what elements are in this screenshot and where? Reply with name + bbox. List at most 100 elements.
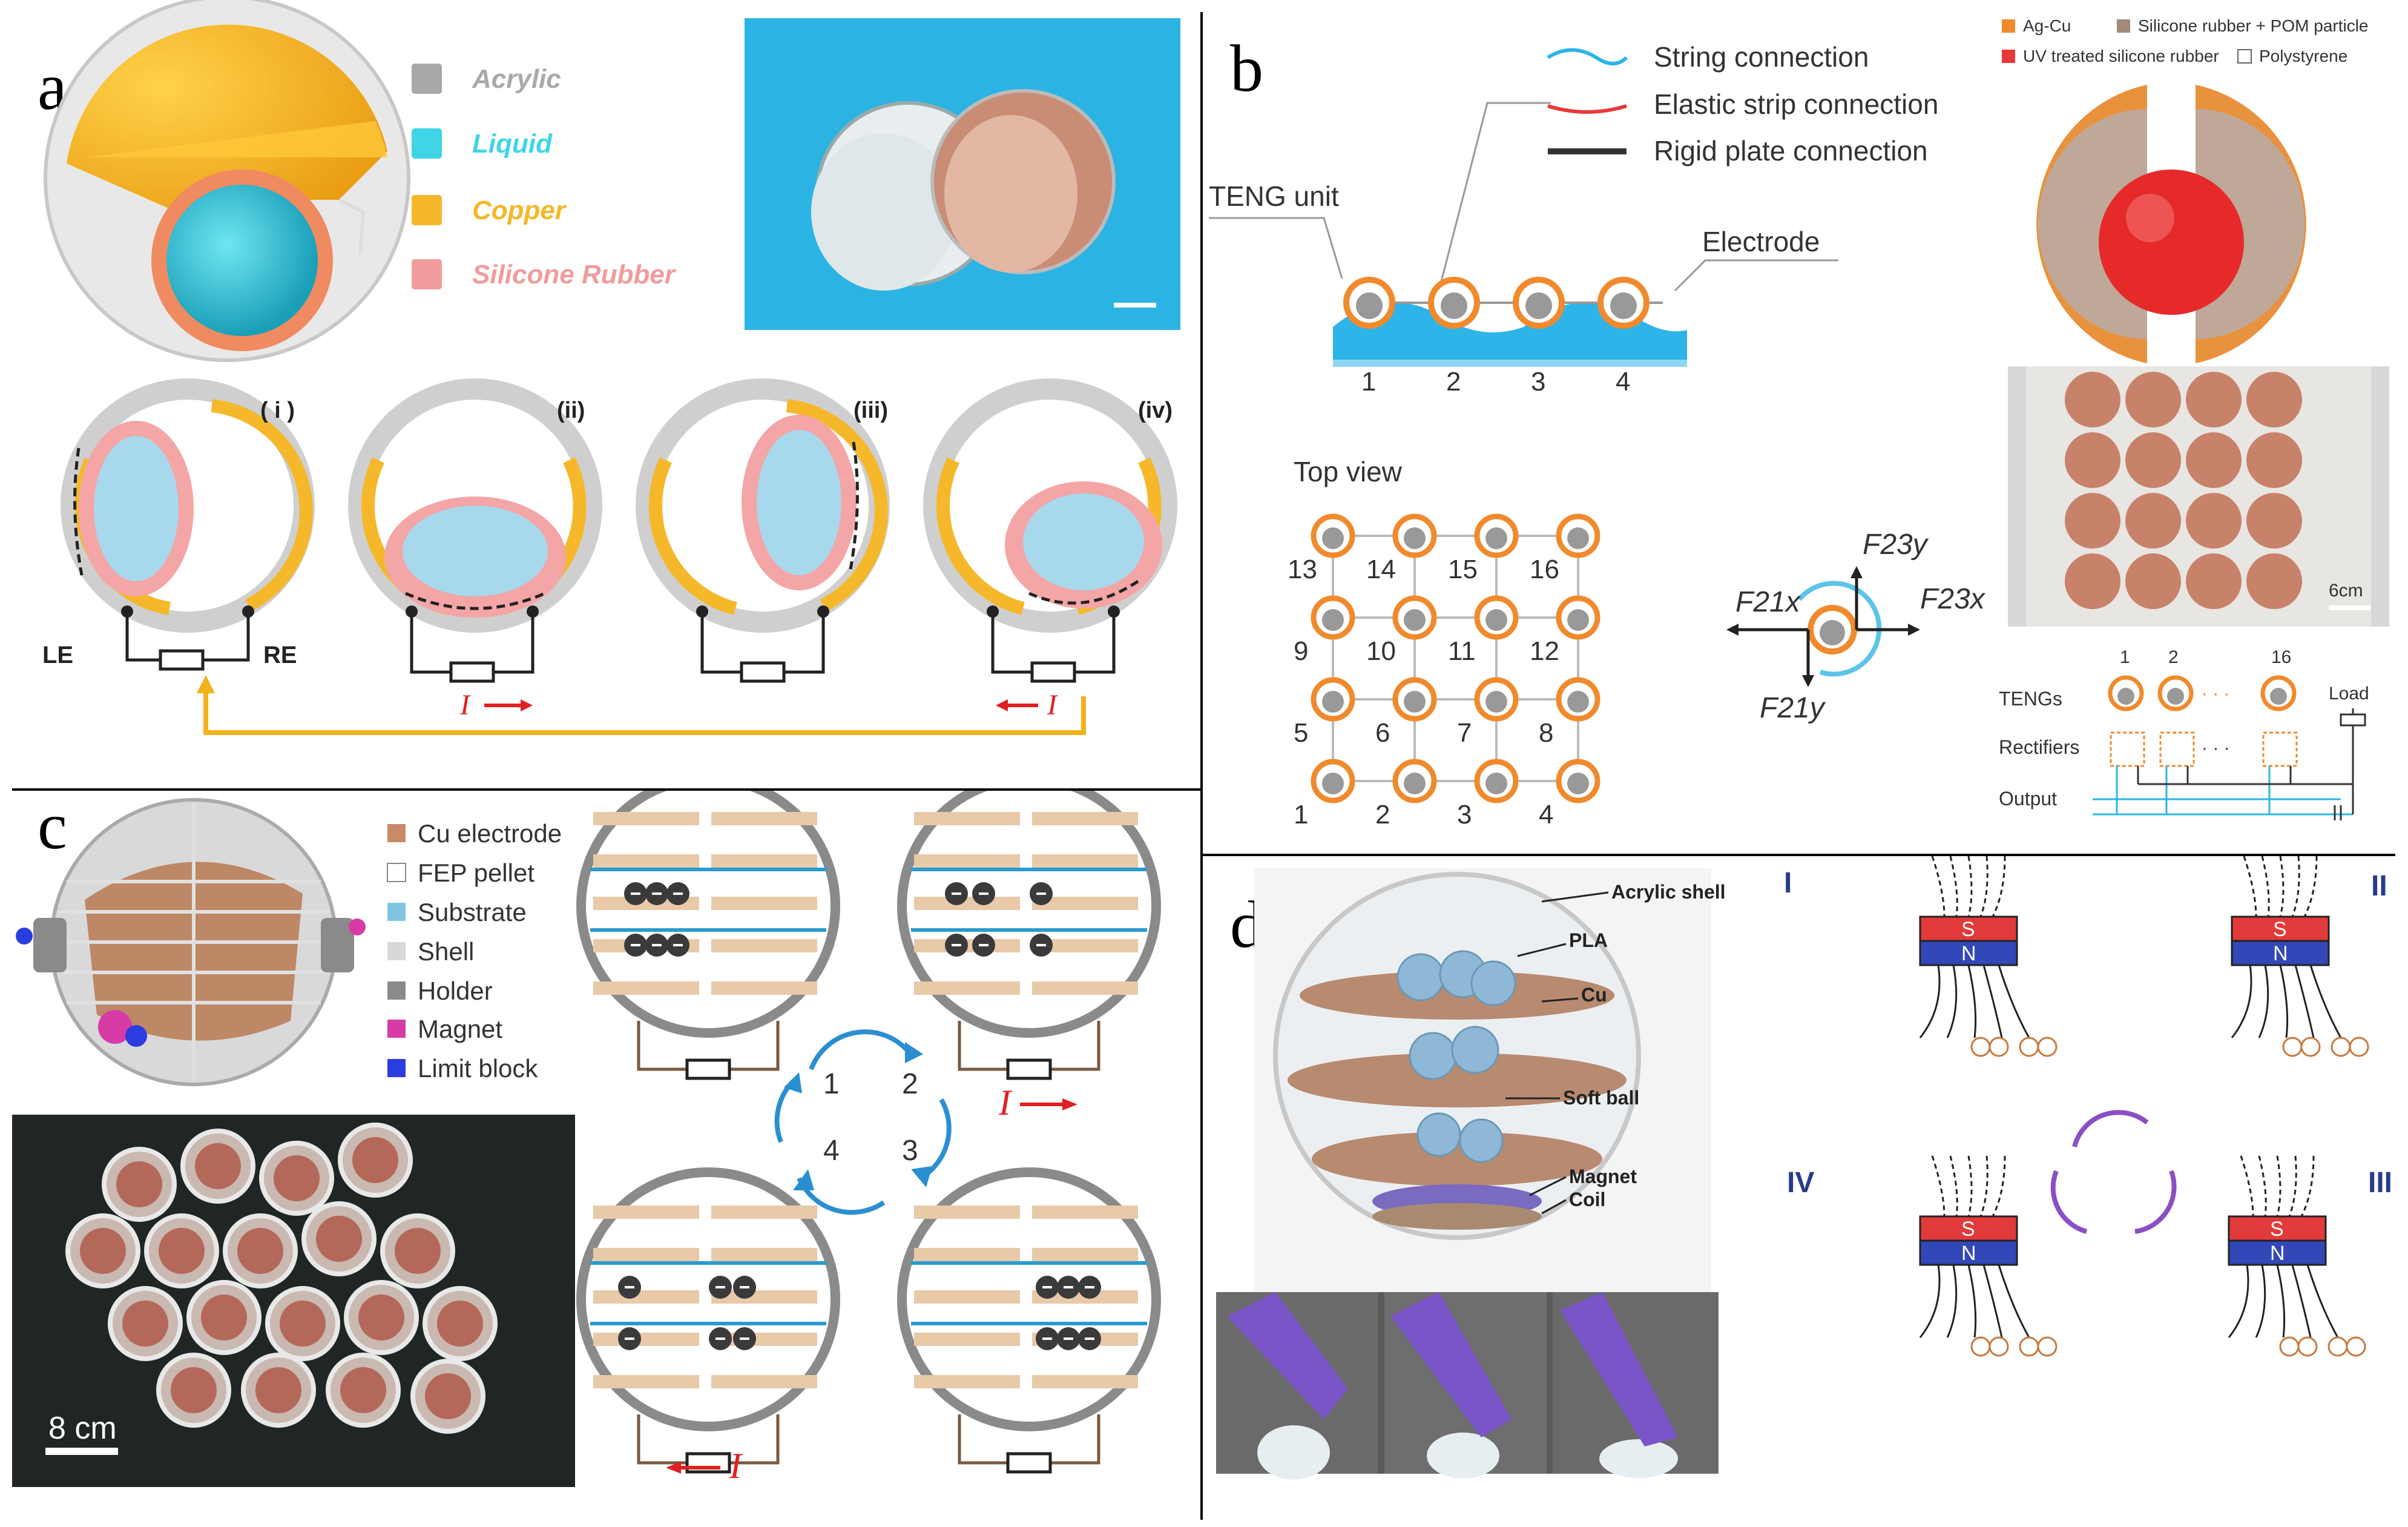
grid-label-7: 7 (1457, 718, 1472, 748)
photo-teng-ball (2065, 493, 2120, 549)
circuit-dots-2: · · · (2202, 738, 2230, 758)
d-pole-s: S (2270, 1218, 2284, 1241)
grid-teng-core (1404, 691, 1426, 713)
panel-d-finger-photos (1216, 1292, 1719, 1480)
c-stage-load (685, 1058, 731, 1080)
legend-liquid: Liquid (472, 129, 553, 159)
stage-label-i: ( i ) (260, 398, 295, 423)
d-field-line-in (1949, 856, 1958, 917)
circuit-tengs: TENGs (1999, 688, 2062, 710)
d-coil-circle (2282, 1037, 2303, 1057)
d-field-line-out (1919, 1264, 1941, 1338)
photo-sphere-core (195, 1143, 241, 1189)
d-field-line-out (1946, 1264, 1958, 1338)
grid-teng-core (1485, 609, 1507, 631)
c-stage-electrode (1032, 981, 1138, 995)
c-stage-electrode (711, 1248, 817, 1261)
d-pole-n: N (1961, 942, 1976, 965)
legend-acrylic: Acrylic (472, 64, 561, 94)
c-stage-shell (897, 774, 1161, 1038)
panel-b: b String connection Elastic strip connec… (1203, 0, 2408, 854)
d-field-line-out (1946, 965, 1958, 1038)
grid-teng-core (1322, 773, 1344, 794)
d-magnet-north (2228, 1239, 2327, 1266)
c-scale-label: 8 cm (48, 1411, 117, 1446)
c-stage-electrode (593, 1333, 699, 1346)
panel-d-part-labels: Acrylic shell PLA Cu Soft ball Magnet Co… (1505, 881, 1726, 1215)
grid-label-14: 14 (1366, 555, 1396, 584)
legend-substrate: Substrate (418, 898, 527, 926)
d-coil-circle (2349, 1037, 2369, 1057)
cycle-step-3: 3 (902, 1135, 918, 1167)
c-stage-shell (576, 774, 840, 1038)
c-stage-shell (897, 1167, 1161, 1431)
d-stage-II: II (2371, 870, 2387, 902)
panel-d: d Acrylic shell PLA Cu Soft ball Magnet … (1203, 856, 2408, 1524)
d-coil-circle (2297, 1336, 2318, 1357)
grid-label-1: 1 (1294, 800, 1308, 829)
legend-cu-electrode: Cu electrode (418, 819, 562, 848)
c-stage-electrode (1032, 939, 1138, 952)
d-field-line-in (1967, 1155, 1973, 1217)
wave-unit-4: 4 (1616, 367, 1630, 397)
d-magnet-south (1919, 915, 2018, 942)
c-current-2: I (998, 1083, 1013, 1123)
photo-teng-ball (2186, 372, 2242, 427)
panel-b-graphic: b String connection Elastic strip connec… (1209, 16, 2389, 829)
c-stage-electrode (711, 981, 817, 995)
d-field-line-out (2255, 1264, 2266, 1338)
d-field-line-in (2276, 1155, 2281, 1217)
panel-a: a Acrylic Liquid Copper Silicone Rubber (0, 0, 1199, 787)
photo-sphere-core (237, 1228, 283, 1274)
c-cycle-stage (576, 1167, 840, 1474)
d-field-line-out (1919, 965, 1941, 1038)
c-stage-electrode (914, 854, 1020, 868)
d-field-line-in (1992, 1155, 2006, 1217)
current-label-iv: I (1047, 689, 1058, 721)
c-stage-electrode (1032, 854, 1138, 868)
photo-teng-ball (2246, 432, 2302, 488)
d-magnet-south (1919, 1215, 2018, 1242)
panel-c-legend: Cu electrode FEP pellet Substrate Shell … (387, 819, 562, 1083)
d-coil-circle (2327, 1336, 2348, 1357)
d-field-line-in (1949, 1155, 1958, 1217)
c-stage-electrode (593, 1290, 699, 1304)
cycle-step-1: 1 (823, 1068, 840, 1100)
grid-teng-core (1404, 609, 1426, 631)
part-pla: PLA (1569, 929, 1608, 951)
c-stage-electrode (711, 939, 817, 952)
divider-left-horizontal (12, 788, 1200, 791)
d-field-line-in (2243, 856, 2257, 917)
grid-label-12: 12 (1530, 636, 1559, 666)
photo-teng-ball (2186, 553, 2242, 609)
panel-c-sphere (16, 798, 366, 1086)
material-uv-silicone: UV treated silicone rubber (2023, 47, 2219, 65)
grid-teng-core (1322, 609, 1344, 631)
d-field-line-in (1979, 856, 1989, 917)
c-stage-electrode (1032, 897, 1138, 910)
force-f23x: F23x (1920, 583, 1986, 615)
d-field-line-out (2228, 1264, 2249, 1338)
circuit-num-2: 2 (2168, 647, 2179, 667)
d-field-line-out (2231, 965, 2252, 1038)
stage-label-iv: (iv) (1138, 398, 1173, 423)
grid-label-2: 2 (1375, 800, 1390, 829)
d-magnet-north (1919, 940, 2018, 966)
grid-teng-core (1567, 773, 1589, 794)
c-stage-electrode (593, 812, 699, 825)
part-coil: Coil (1569, 1189, 1605, 1210)
d-field-line-in (2288, 1155, 2297, 1217)
d-field-line-in (1931, 1155, 1946, 1217)
grid-label-4: 4 (1539, 800, 1553, 829)
divider-vertical (1200, 12, 1203, 1520)
legend-elastic-strip: Elastic strip connection (1654, 88, 1938, 120)
legend-shell: Shell (418, 937, 474, 966)
legend-magnet: Magnet (418, 1015, 502, 1043)
grid-teng-core (1485, 773, 1507, 794)
c-stage-electrode (914, 981, 1020, 995)
d-pole-n: N (2270, 1242, 2285, 1265)
d-field-line-in (2291, 856, 2300, 917)
d-field-line-in (2261, 856, 2270, 917)
photo-sphere-core (80, 1228, 126, 1274)
c-stage-electrode (1032, 1375, 1138, 1388)
